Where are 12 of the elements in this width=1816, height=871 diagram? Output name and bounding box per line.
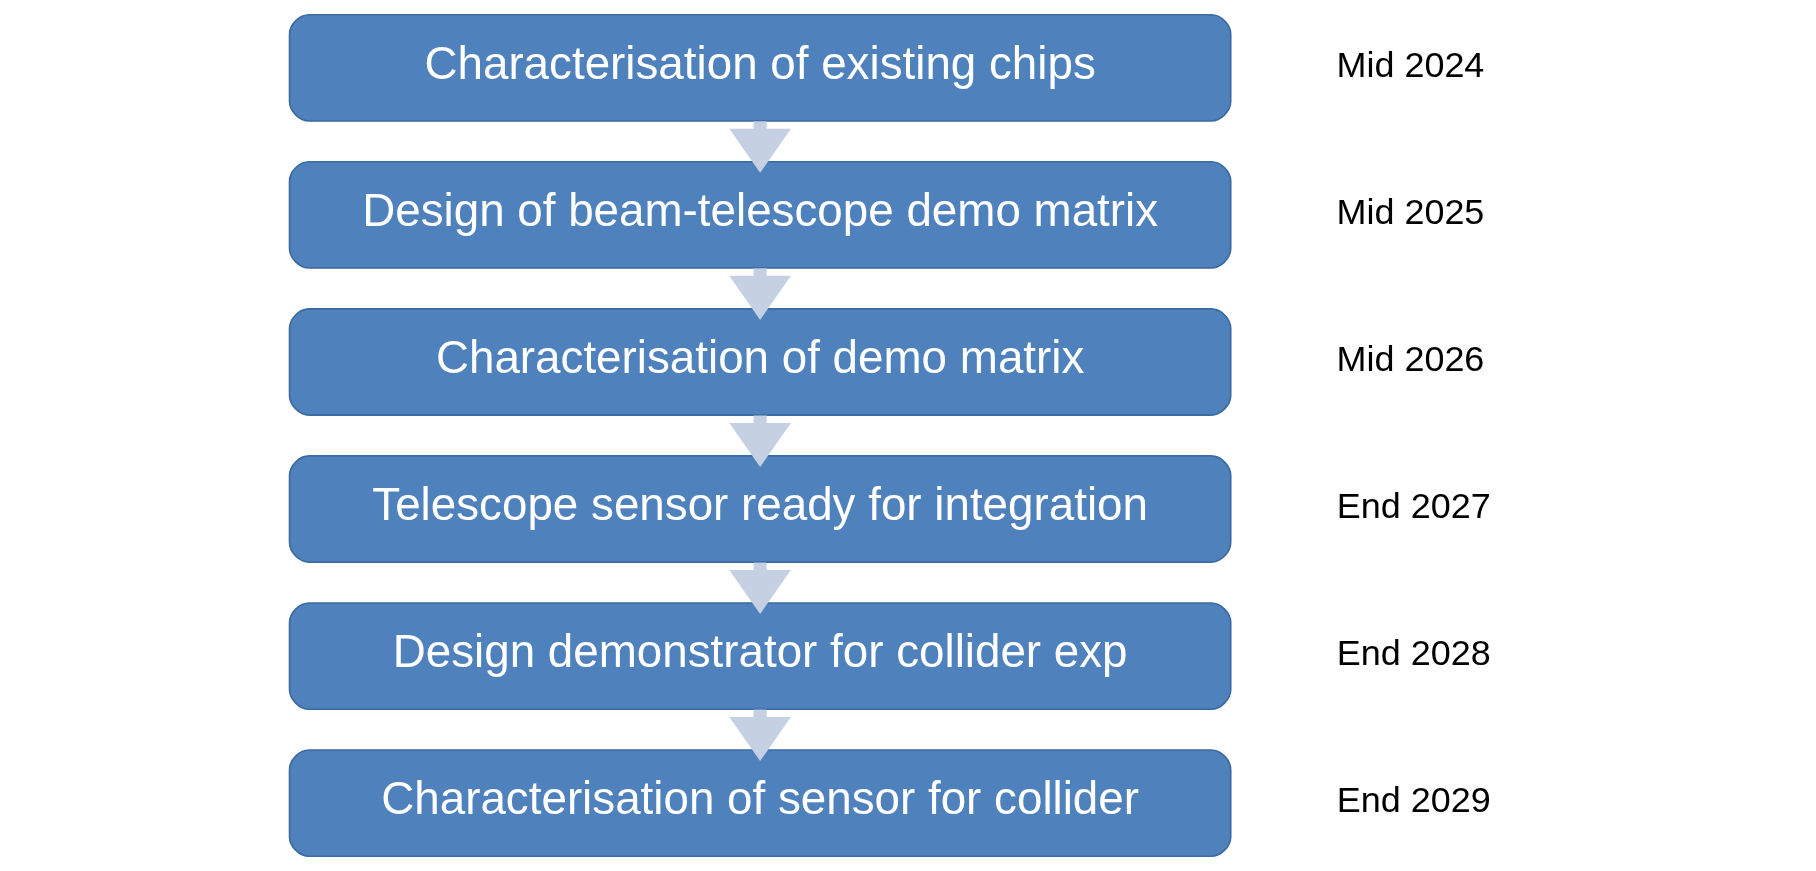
node-box: Design of beam-telescope demo matrix <box>288 161 1232 269</box>
node-box: Design demonstrator for collider exp <box>288 602 1232 710</box>
node-box: Characterisation of sensor for collider <box>288 749 1232 858</box>
node-box: Characterisation of existing chips <box>288 13 1232 122</box>
node-label: End 2029 <box>1336 779 1491 821</box>
node-box: Characterisation of demo matrix <box>288 308 1232 416</box>
node-label: End 2028 <box>1336 632 1491 674</box>
node-label: Mid 2025 <box>1336 191 1485 233</box>
node-label: End 2027 <box>1336 485 1491 527</box>
node-box: Telescope sensor ready for integration <box>288 455 1232 563</box>
node-label: Mid 2026 <box>1336 338 1485 380</box>
node-label: Mid 2024 <box>1336 44 1485 85</box>
